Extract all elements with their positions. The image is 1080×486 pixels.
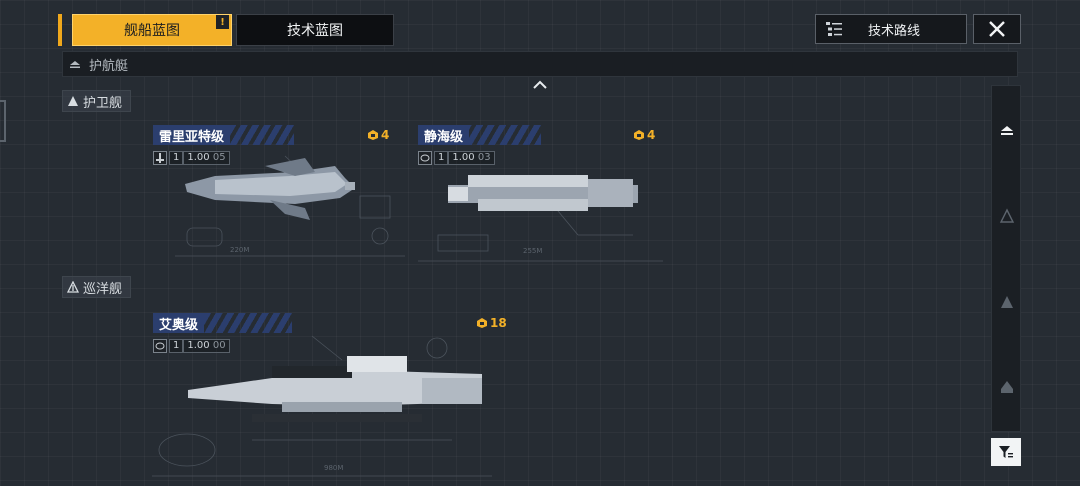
filter-icon bbox=[999, 446, 1013, 458]
ship-type-icon bbox=[153, 338, 167, 353]
ship-count: 1 bbox=[434, 150, 449, 165]
ship-name-stripes bbox=[230, 125, 295, 145]
ship-name-stripes bbox=[204, 313, 293, 333]
tab-ship-blueprint[interactable]: 舰船蓝图 ! bbox=[72, 14, 232, 46]
tech-route-label: 技术路线 bbox=[868, 23, 921, 39]
ship-stats: 1 1.00 00 bbox=[153, 338, 230, 353]
ship-length-text: 220M bbox=[230, 246, 249, 254]
resource-icon bbox=[634, 130, 644, 140]
frigate-icon[interactable] bbox=[999, 208, 1015, 224]
ship-ratio: 1.00 03 bbox=[448, 150, 495, 165]
ship-stats: 1 1.00 03 bbox=[418, 150, 495, 165]
close-icon bbox=[989, 21, 1005, 37]
ship-length-text: 980M bbox=[324, 464, 343, 472]
chevron-up-icon[interactable] bbox=[532, 79, 548, 91]
tab-ship-blueprint-label: 舰船蓝图 bbox=[124, 23, 180, 39]
ship-blueprint-image[interactable]: 220M bbox=[175, 148, 405, 263]
ship-count: 1 bbox=[169, 338, 184, 353]
category-label: 护航艇 bbox=[89, 58, 129, 74]
ship-card-header[interactable]: 静海级 bbox=[418, 125, 542, 145]
ship-count: 1 bbox=[169, 150, 184, 165]
notification-badge: ! bbox=[216, 15, 229, 29]
class-filter-rail bbox=[991, 85, 1021, 432]
side-panel-handle[interactable] bbox=[0, 100, 6, 142]
escort-boat-icon[interactable] bbox=[999, 122, 1015, 138]
ship-length-text: 255M bbox=[523, 247, 542, 255]
category-bar[interactable]: 护航艇 bbox=[62, 51, 1018, 77]
ship-card-header[interactable]: 艾奥级 bbox=[153, 313, 293, 333]
resource-icon bbox=[477, 318, 487, 328]
ship-cost: 4 bbox=[367, 128, 389, 142]
carrier-icon[interactable] bbox=[999, 379, 1015, 395]
class-label-text: 巡洋舰 bbox=[83, 281, 123, 297]
ship-blueprint-image[interactable]: 255M bbox=[418, 165, 663, 265]
tab-strip-accent bbox=[58, 14, 62, 46]
ship-ratio: 1.00 05 bbox=[183, 150, 230, 165]
class-label-cruiser: 巡洋舰 bbox=[62, 276, 132, 298]
ship-card-header[interactable]: 雷里亚特级 bbox=[153, 125, 295, 145]
cruiser-icon bbox=[67, 281, 79, 293]
ship-name-stripes bbox=[469, 125, 542, 145]
frigate-icon bbox=[68, 96, 78, 106]
ship-ratio: 1.00 00 bbox=[183, 338, 230, 353]
ship-blueprint-image[interactable]: 980M bbox=[152, 330, 492, 480]
ship-type-icon bbox=[153, 150, 167, 165]
ship-name: 艾奥级 bbox=[153, 313, 205, 333]
ship-name: 雷里亚特级 bbox=[153, 125, 231, 145]
ship-stats: 1 1.00 05 bbox=[153, 150, 230, 165]
resource-icon bbox=[368, 130, 378, 140]
ship-type-icon bbox=[418, 150, 432, 165]
ship-name: 静海级 bbox=[418, 125, 470, 145]
filter-button[interactable] bbox=[991, 438, 1021, 466]
cruiser-icon[interactable] bbox=[999, 294, 1015, 310]
escort-boat-icon bbox=[70, 61, 80, 68]
tab-tech-blueprint-label: 技术蓝图 bbox=[287, 23, 343, 39]
class-label-frigate: 护卫舰 bbox=[62, 90, 132, 112]
ship-cost: 18 bbox=[476, 316, 507, 330]
tech-route-button[interactable]: 技术路线 bbox=[815, 14, 967, 44]
class-label-text: 护卫舰 bbox=[83, 95, 123, 111]
tab-tech-blueprint[interactable]: 技术蓝图 bbox=[236, 14, 394, 46]
route-list-icon bbox=[826, 22, 842, 36]
close-button[interactable] bbox=[973, 14, 1021, 44]
ship-cost: 4 bbox=[633, 128, 655, 142]
